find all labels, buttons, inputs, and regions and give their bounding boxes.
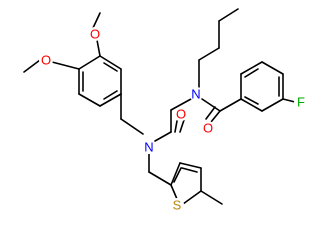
bond-ring1-o-top (96, 39, 101, 57)
bond-ethyl-b (120, 118, 144, 135)
atom-label-layer: O O O O N N S F (39, 27, 308, 213)
bond-butyl-b (198, 47, 220, 61)
bond-th-d-inner (181, 167, 198, 173)
bond-th-b (182, 190, 202, 205)
bond-ring2-e (261, 98, 284, 112)
bond-th-d (179, 162, 202, 169)
label-o-benzamide: O (203, 121, 213, 136)
bond-o-me-top (92, 12, 101, 29)
bond-ch2-n (170, 98, 192, 111)
atom-s-thiophene: S (170, 198, 184, 213)
bond-layer (23, 8, 296, 205)
atom-f: F (294, 95, 308, 110)
bond-benzoyl-ring (219, 98, 242, 112)
bond-benzoyl-o (210, 110, 221, 123)
bond-benzoyl-o-double (205, 106, 216, 120)
bond-ring1-o-left (51, 61, 80, 70)
bond-ring1-d (78, 93, 101, 107)
bond-ring1-f (78, 55, 101, 70)
bond-ring2-f-sub (282, 98, 296, 103)
label-s-thiophene: S (173, 198, 182, 213)
bond-ring2-b-inner (244, 68, 259, 78)
bond-co-double (174, 120, 178, 133)
bond-ch2-thiophene (148, 171, 172, 186)
bond-ring2-b (240, 61, 263, 75)
atom-n-butyl: N (189, 87, 203, 102)
label-f: F (297, 95, 305, 110)
bond-ring1-a-inner (103, 62, 118, 72)
bond-ring1-c (99, 93, 122, 107)
bond-th-a (170, 184, 178, 200)
label-n-butyl: N (191, 87, 200, 102)
atom-o-acetamide: O (174, 107, 188, 122)
atom-n-phenethyl: N (142, 140, 156, 155)
label-o-acetamide: O (176, 107, 186, 122)
bond-th-e (170, 162, 181, 186)
bond-ring1-a (99, 55, 122, 70)
bond-ring1-c-inner (103, 90, 118, 100)
atom-o-methoxy-left: O (39, 53, 53, 68)
bond-ring2-f (240, 98, 263, 112)
label-o-methoxy-top: O (90, 27, 100, 42)
atom-o-methoxy-top: O (88, 27, 102, 42)
bond-ring2-f-inner (244, 96, 259, 105)
bond-butyl-d (218, 8, 239, 22)
bond-th-e-inner (173, 167, 182, 183)
bond-o-me-left (23, 59, 41, 73)
bond-n-benzoyl (201, 98, 221, 112)
label-o-methoxy-left: O (41, 53, 51, 68)
atom-o-benzamide: O (201, 121, 215, 136)
bond-co-double-2 (179, 119, 185, 133)
bond-n-carbonyl (154, 131, 172, 142)
label-n-phenethyl: N (144, 140, 153, 155)
bond-ring2-c (261, 61, 284, 75)
bond-th-methyl (200, 190, 223, 205)
